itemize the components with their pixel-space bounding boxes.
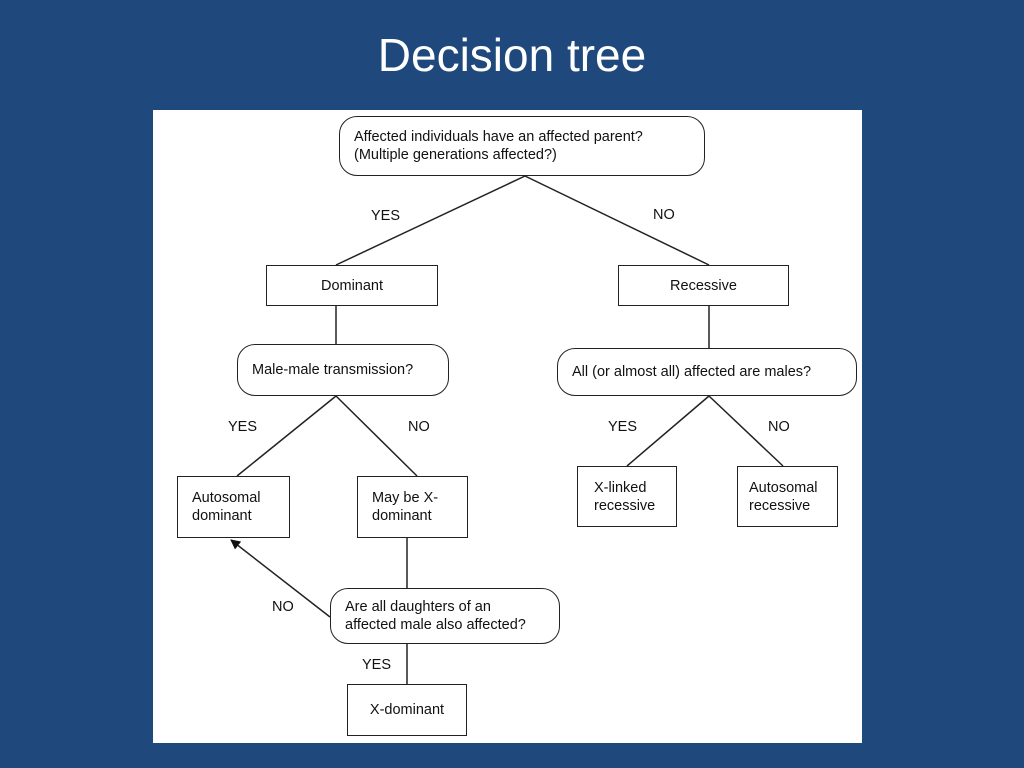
decision-tree-diagram: Affected individuals have an affected pa… [153,110,862,743]
male-male-question-node: Male-male transmission? [237,344,449,396]
autosomal-recessive-line1: Autosomal [749,479,818,496]
autosomal-recessive-line2: recessive [749,497,811,514]
may-be-x-dominant-node: May be X- dominant [357,476,468,538]
autosomal-dominant-line2: dominant [192,508,252,524]
autosomal-dominant-node: Autosomal dominant [177,476,290,538]
edge-malemale-no [335,395,418,477]
edge-label-allmales-no: NO [768,419,790,435]
root-question-line2: (Multiple generations affected?) [354,147,557,163]
edge-label-allmales-yes: YES [608,419,638,435]
recessive-node: Recessive [618,265,789,306]
edge-label-malemale-no: NO [408,419,430,435]
edge-root-no [524,175,710,266]
daughters-question-line1: Are all daughters of an [345,599,491,615]
edge-daughters-no [230,539,331,618]
edge-label-root-no: NO [653,207,675,223]
daughters-question-node: Are all daughters of an affected male al… [330,588,560,644]
edge-root-yes [335,175,526,266]
root-question-node: Affected individuals have an affected pa… [339,116,705,176]
edge-label-root-yes: YES [371,208,401,224]
x-linked-recessive-line2: recessive [594,497,656,514]
edge-label-daughters-yes: YES [362,657,392,673]
edge-label-daughters-no: NO [272,599,294,615]
may-be-x-dominant-line1: May be X- [372,490,439,506]
all-males-question-node: All (or almost all) affected are males? [557,348,857,396]
autosomal-recessive-node: Autosomal recessive [737,466,838,527]
edge-allmales-yes [626,395,710,467]
x-dominant-node: X-dominant [347,684,467,736]
connector-lines [230,175,784,684]
x-linked-recessive-node: X-linked recessive [577,466,677,527]
autosomal-dominant-line1: Autosomal [192,490,261,506]
edge-malemale-yes [236,395,337,477]
daughters-question-line2: affected male also affected? [345,617,526,633]
x-linked-recessive-line1: X-linked [594,479,647,496]
may-be-x-dominant-line2: dominant [372,508,432,524]
root-question-line1: Affected individuals have an affected pa… [354,129,643,145]
slide-title: Decision tree [377,29,647,81]
edge-label-malemale-yes: YES [228,419,258,435]
dominant-node: Dominant [266,265,438,306]
edge-allmales-no [708,395,784,467]
